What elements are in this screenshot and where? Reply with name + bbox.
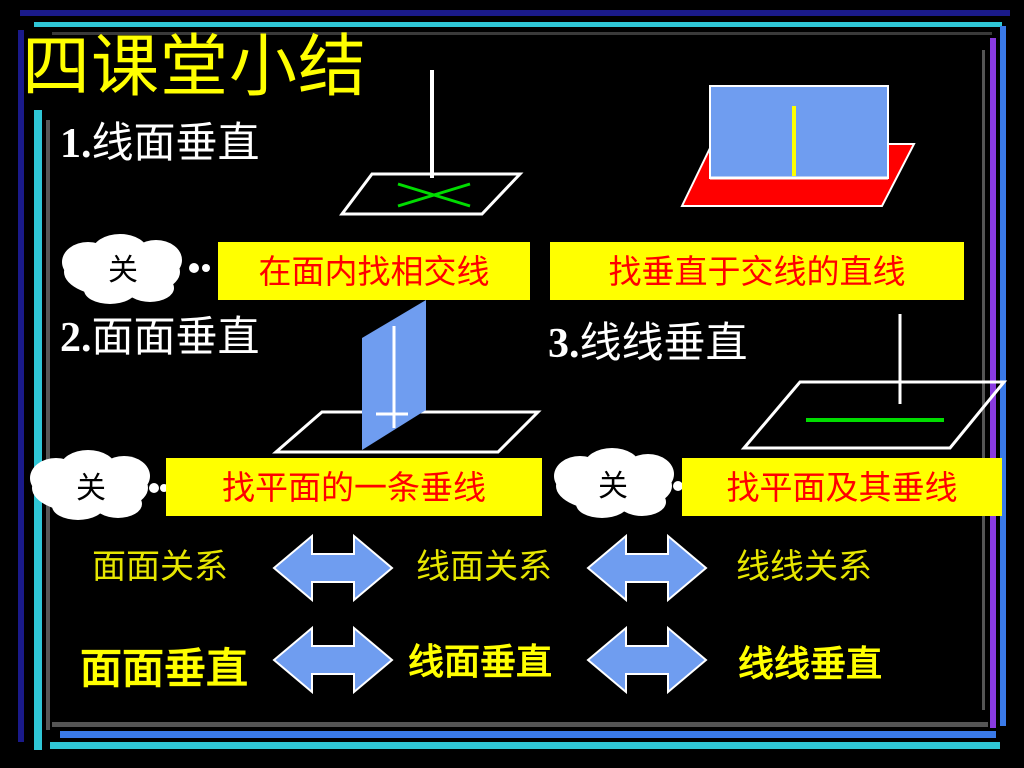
perpendicular-line-line: 线线垂直 — [738, 643, 883, 685]
frame-bottom-bar-2 — [60, 731, 996, 738]
section-label: 线面垂直 — [91, 118, 260, 167]
cloud-label: 关 — [76, 471, 106, 506]
frame-left-bar-1 — [18, 30, 24, 742]
perpendicular-plane-plane: 面面垂直 — [80, 644, 249, 693]
section-label: 面面垂直 — [91, 312, 260, 361]
relation-line-plane: 线面关系 — [416, 547, 552, 587]
double-arrow-2 — [586, 533, 708, 603]
section-label: 线线垂直 — [579, 318, 748, 367]
key-point-perpendicular-to-intersection: 找垂直于交线的直线 — [550, 242, 964, 300]
plane-outline — [740, 380, 1008, 450]
section-number: 3. — [548, 321, 580, 367]
section-number: 1. — [60, 121, 92, 167]
frame-right-bar-3 — [982, 50, 985, 710]
slide-title: 四课堂小结 — [22, 28, 368, 107]
cloud-1 — [62, 234, 210, 304]
section-heading-plane-plane: 2.面面垂直 — [60, 315, 260, 361]
section-heading-line-line: 3.线线垂直 — [548, 321, 748, 367]
frame-left-bar-2 — [34, 110, 42, 750]
cloud-label: 关 — [108, 253, 138, 288]
key-point-plane-and-perpendicular: 找平面及其垂线 — [682, 458, 1002, 516]
frame-bottom-bar-3 — [50, 742, 1000, 749]
plane-outline — [339, 172, 524, 216]
frame-top-bar-1 — [20, 10, 1010, 16]
section-number: 2. — [60, 315, 92, 361]
double-arrow-3 — [272, 625, 394, 695]
cloud-2 — [30, 450, 168, 520]
frame-right-bar-2 — [1000, 26, 1006, 726]
cloud-3 — [554, 448, 683, 518]
frame-top-bar-3 — [52, 32, 992, 35]
cloud-label: 关 — [598, 469, 628, 504]
relation-line-line: 线线关系 — [736, 547, 872, 587]
intersecting-line-2 — [397, 182, 471, 208]
relation-plane-plane: 面面关系 — [92, 547, 228, 587]
section-heading-line-plane: 1.线面垂直 — [60, 121, 260, 167]
line-line-diagram — [740, 314, 1008, 450]
key-point-intersecting-lines: 在面内找相交线 — [218, 242, 530, 300]
base-plane-outline — [271, 410, 542, 454]
blue-plane — [709, 85, 889, 179]
line-plane-diagram — [339, 70, 524, 216]
double-arrow-1 — [272, 533, 394, 603]
double-arrow-4 — [586, 625, 708, 695]
frame-bottom-bar-1 — [52, 722, 988, 727]
frame-left-bar-3 — [46, 120, 50, 730]
plane-plane-diagram-top — [680, 85, 916, 207]
perpendicular-line-plane: 线面垂直 — [408, 641, 553, 683]
frame-top-bar-2 — [34, 22, 1002, 27]
key-point-plane-perpendicular: 找平面的一条垂线 — [166, 458, 542, 516]
plane-plane-diagram — [271, 300, 542, 454]
